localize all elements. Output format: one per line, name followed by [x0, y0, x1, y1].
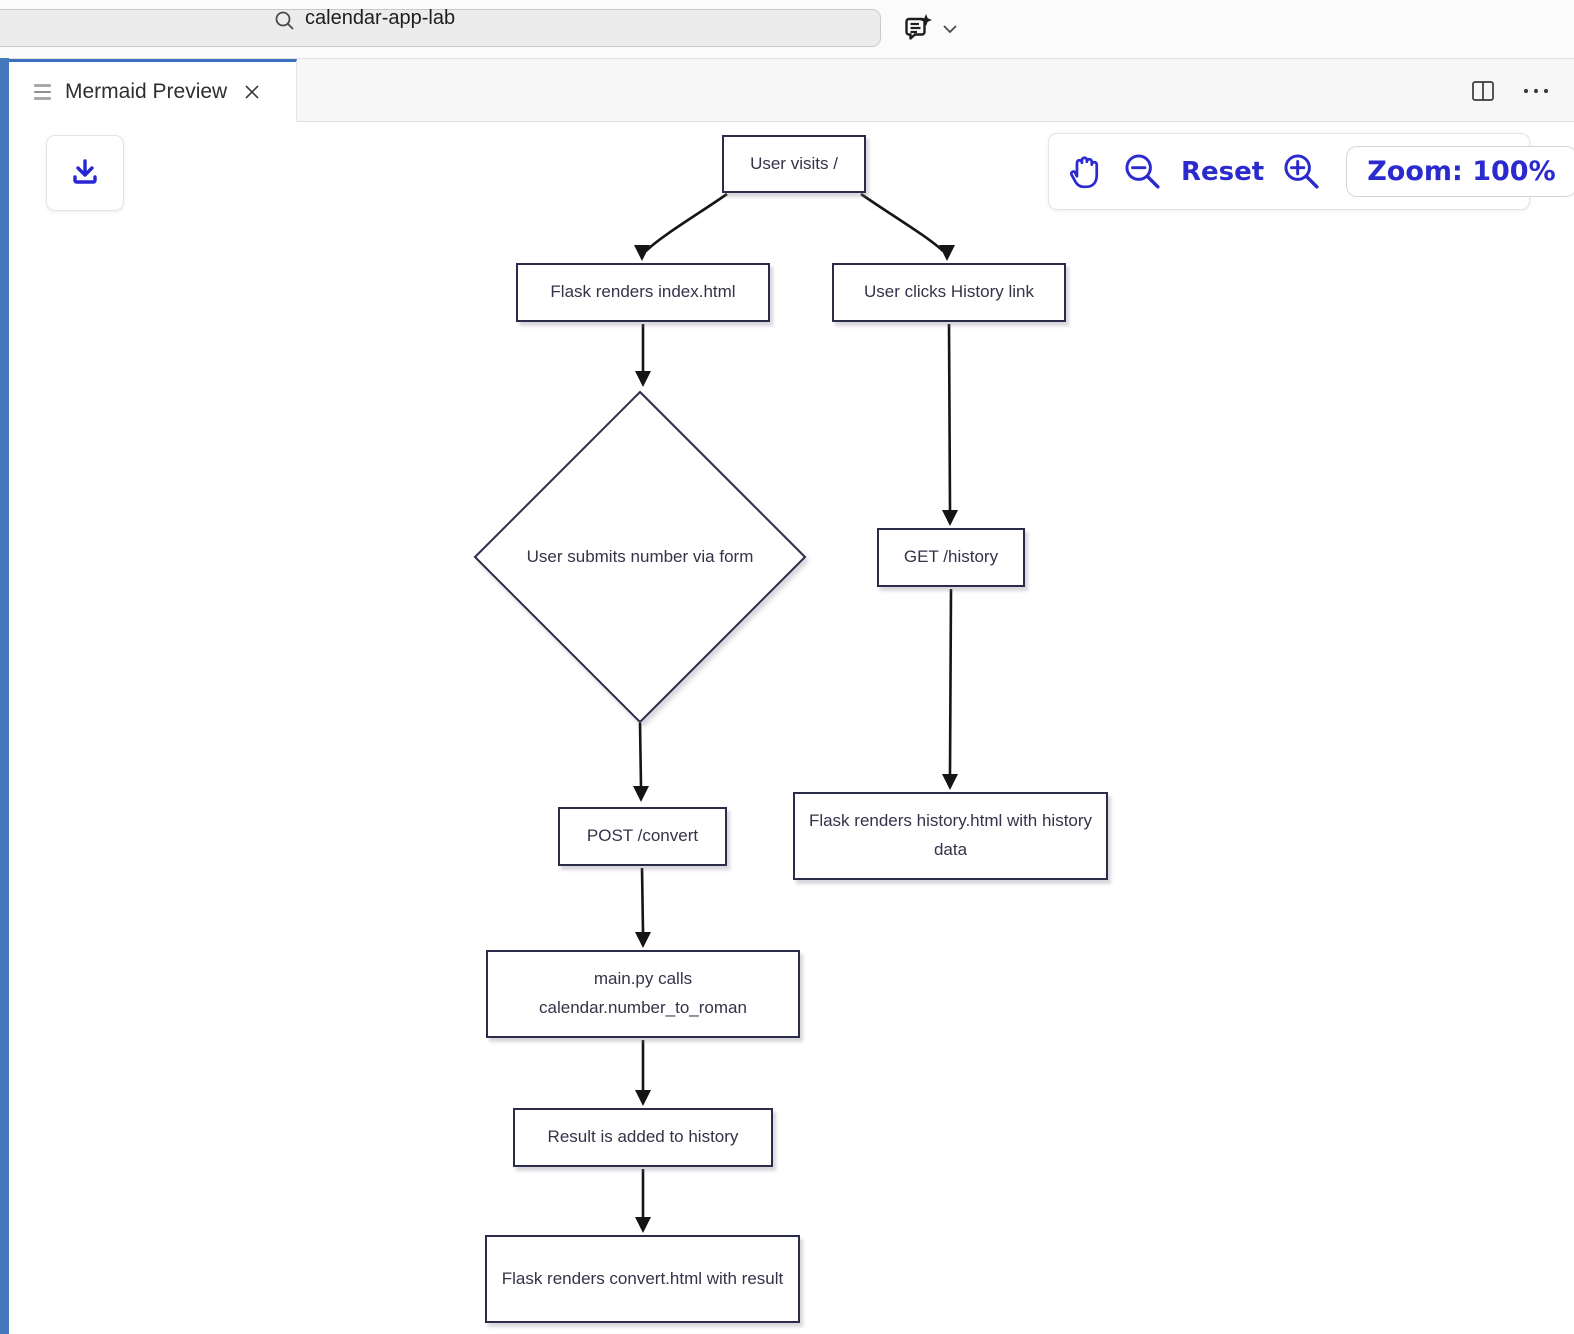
- editor-tab-bar: Mermaid Preview: [0, 58, 1574, 122]
- close-tab-icon[interactable]: [242, 82, 262, 102]
- node-get-history: GET /history: [877, 528, 1025, 587]
- download-button[interactable]: [46, 135, 124, 211]
- node-flask-renders-history: Flask renders history.html with history …: [793, 792, 1108, 880]
- command-center-search[interactable]: [0, 9, 881, 47]
- title-bar: calendar-app-lab: [0, 0, 1574, 58]
- chevron-down-icon: [943, 25, 957, 34]
- node-flask-renders-index: Flask renders index.html: [516, 263, 770, 322]
- node-result-added: Result is added to history: [513, 1108, 773, 1167]
- hand-icon: [1069, 155, 1099, 188]
- node-post-convert: POST /convert: [558, 807, 727, 866]
- reset-button[interactable]: Reset: [1181, 156, 1265, 187]
- more-actions-icon[interactable]: [1522, 86, 1552, 96]
- zoom-out-icon: [1125, 153, 1160, 189]
- split-editor-icon[interactable]: [1470, 79, 1496, 103]
- zoom-level-badge: Zoom: 100%: [1346, 146, 1574, 197]
- node-user-visits: User visits /: [722, 135, 866, 193]
- pan-zoom-toolbar: Reset Zoom: 100%: [1048, 133, 1574, 210]
- node-mainpy-calls: main.py calls calendar.number_to_roman: [486, 950, 800, 1038]
- tab-mermaid-preview[interactable]: Mermaid Preview: [0, 59, 297, 122]
- zoom-out-button[interactable]: [1122, 151, 1164, 193]
- node-user-clicks-history: User clicks History link: [832, 263, 1066, 322]
- preview-lines-icon: [34, 84, 51, 100]
- search-icon: [275, 11, 294, 30]
- search-input[interactable]: calendar-app-lab: [305, 7, 456, 29]
- pan-tool-button[interactable]: [1065, 151, 1105, 193]
- download-icon: [73, 159, 97, 184]
- copilot-menu-button[interactable]: [901, 12, 958, 46]
- zoom-in-button[interactable]: [1281, 151, 1323, 193]
- copilot-chat-icon: [905, 14, 932, 40]
- node-flask-renders-convert: Flask renders convert.html with result: [485, 1235, 800, 1323]
- editor-actions: [1470, 59, 1552, 122]
- zoom-in-icon: [1284, 153, 1319, 189]
- node-user-submits-number: User submits number via form: [526, 547, 754, 566]
- tab-title: Mermaid Preview: [65, 80, 228, 103]
- window-focus-border: [0, 58, 9, 1334]
